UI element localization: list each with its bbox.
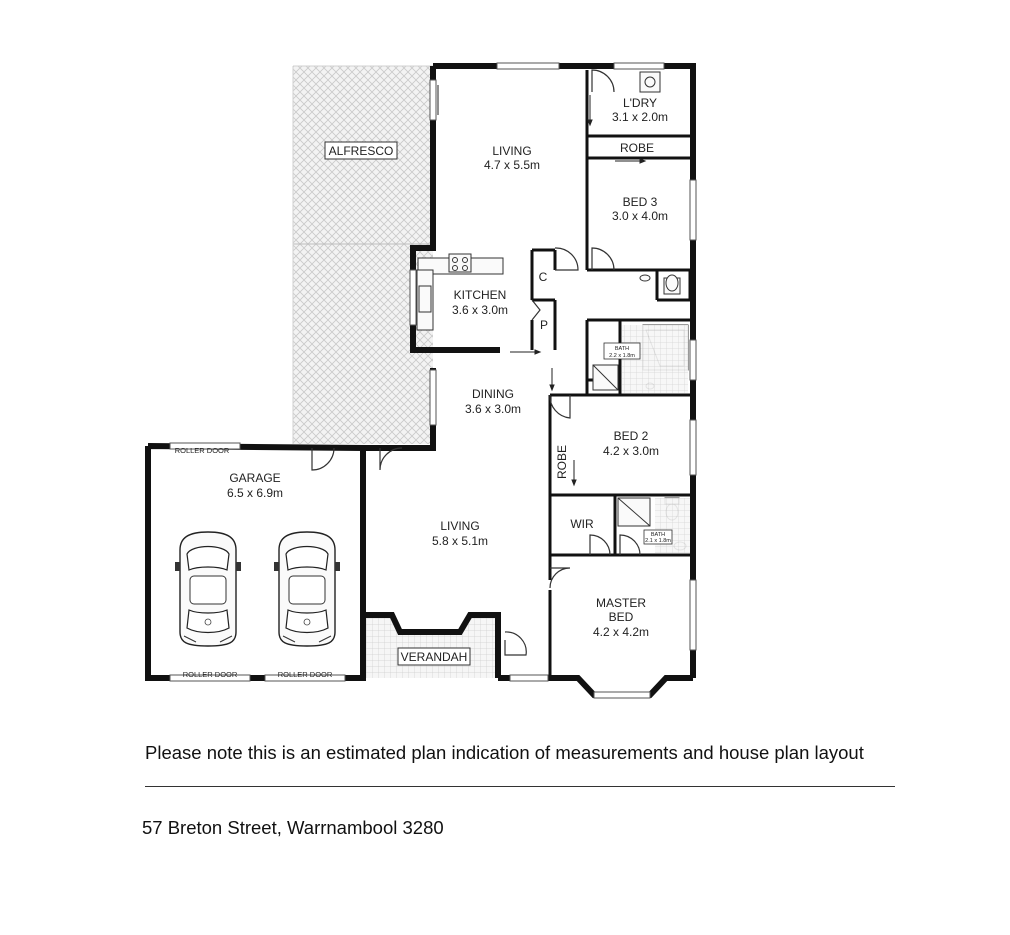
bath-ensuite-label-box (643, 529, 673, 545)
car-left-icon (174, 531, 242, 647)
bed3-size: 3.0 x 4.0m (612, 209, 668, 223)
bed2-size: 4.2 x 3.0m (603, 444, 659, 458)
robe-upper-label: ROBE (620, 141, 654, 155)
roller-door-right-label: ROLLER DOOR (278, 670, 333, 679)
interior-walls (530, 70, 693, 678)
disclaimer-text: Please note this is an estimated plan in… (145, 742, 864, 763)
bath-upper-name: BATH (615, 346, 629, 352)
bath-upper-size: 2.2 x 1.8m (609, 353, 635, 359)
wir-label: WIR (570, 517, 594, 531)
laundry-name: L'DRY (623, 96, 657, 110)
bath-upper-label-box (603, 342, 641, 360)
door-swings (311, 69, 641, 656)
roller-door-left-label: ROLLER DOOR (183, 670, 238, 679)
alfresco-area (292, 65, 433, 444)
verandah-label: VERANDAH (401, 650, 468, 664)
windows (169, 62, 697, 699)
verandah-label-box (397, 647, 471, 666)
bath-ensuite-name: BATH (651, 532, 665, 538)
dining-size: 3.6 x 3.0m (465, 402, 521, 416)
garage-size: 6.5 x 6.9m (227, 486, 283, 500)
master-size: 4.2 x 4.2m (593, 625, 649, 639)
divider-line (145, 786, 895, 787)
garage-name: GARAGE (229, 471, 280, 485)
dining-name: DINING (472, 387, 514, 401)
living-lower-size: 5.8 x 5.1m (432, 534, 488, 548)
living-lower-name: LIVING (440, 519, 479, 533)
master-name-line2: BED (609, 610, 634, 624)
sliding-door-arrows (437, 85, 647, 487)
living-upper-size: 4.7 x 5.5m (484, 158, 540, 172)
kitchen-size: 3.6 x 3.0m (452, 303, 508, 317)
pantry-label: P (540, 318, 548, 332)
laundry-size: 3.1 x 2.0m (612, 110, 668, 124)
living-upper-name: LIVING (492, 144, 531, 158)
cupboard-label: C (539, 270, 548, 284)
master-name-line1: MASTER (596, 596, 646, 610)
kitchen-name: KITCHEN (454, 288, 507, 302)
robe-lower-label: ROBE (555, 445, 569, 479)
car-right-icon (273, 531, 341, 647)
alfresco-label: ALFRESCO (329, 144, 394, 158)
bath-ensuite-size: 2.1 x 1.8m (645, 538, 671, 544)
bath-tiles-ensuite (655, 498, 690, 553)
bed3-name: BED 3 (623, 195, 658, 209)
verandah-area (365, 615, 498, 678)
floor-plan: ALFRESCO LIVING 4.7 x 5.5m L'DRY 3.1 x 2… (145, 62, 697, 699)
bed2-name: BED 2 (614, 429, 649, 443)
alfresco-label-box (324, 141, 398, 160)
roller-door-top-label: ROLLER DOOR (175, 446, 230, 455)
property-address: 57 Breton Street, Warrnambool 3280 (142, 817, 444, 838)
